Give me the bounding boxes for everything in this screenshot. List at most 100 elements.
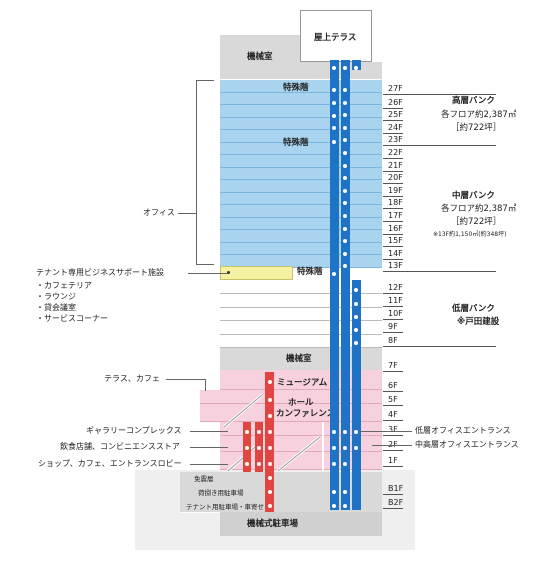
elevator-stop-dot bbox=[257, 462, 261, 466]
support-item-1: ・カフェテリア bbox=[36, 281, 92, 290]
elevator-stop-dot bbox=[343, 264, 347, 269]
floor-line bbox=[383, 234, 403, 235]
office-floor-row bbox=[220, 155, 382, 168]
elevator-stop-dot bbox=[245, 430, 249, 434]
floor-line bbox=[383, 435, 403, 436]
elevator-stop-dot bbox=[268, 476, 272, 480]
elevator-stop-dot bbox=[354, 341, 358, 345]
floor-label: 10F bbox=[388, 309, 403, 318]
floor-label: 8F bbox=[388, 336, 398, 345]
gallery-label: ギャラリーコンプレックス bbox=[86, 426, 182, 435]
floor-label: 22F bbox=[388, 148, 403, 157]
elevator-stop-dot bbox=[332, 114, 336, 118]
support-title: テナント専用ビジネスサポート施設 bbox=[36, 268, 164, 277]
hall-label-1: ホール bbox=[288, 398, 314, 408]
floor-label: B2F bbox=[388, 498, 404, 507]
floor-line bbox=[383, 293, 403, 294]
floor-line bbox=[383, 420, 403, 421]
elevator-stop-dot bbox=[268, 414, 272, 418]
office-bracket-top bbox=[196, 80, 214, 81]
mid-bank-title: 中層バンク bbox=[452, 191, 495, 201]
floor-label: 24F bbox=[388, 123, 403, 132]
floor-line bbox=[383, 221, 403, 222]
elevator-stop-dot bbox=[343, 113, 347, 118]
elevator-stop-dot bbox=[332, 126, 336, 130]
floor-label: 21F bbox=[388, 161, 403, 170]
elevator-stop-dot bbox=[354, 315, 358, 319]
office-floor-row bbox=[220, 92, 382, 105]
elevator-stop-dot bbox=[343, 125, 347, 130]
low-bank-title: 低層バンク bbox=[452, 304, 495, 314]
rooftop-terrace-label: 屋上テラス bbox=[314, 33, 357, 43]
elevator-stop-dot bbox=[343, 66, 347, 70]
floor-line bbox=[383, 494, 403, 495]
machine-room-top bbox=[220, 35, 300, 79]
floor-label: 27F bbox=[388, 84, 403, 93]
support-leader bbox=[188, 273, 228, 274]
office-floor-row bbox=[220, 105, 382, 118]
hall-label-2: カンファレンス bbox=[276, 409, 336, 419]
elevator-stop-dot bbox=[268, 430, 272, 434]
elevator-shaft-low-upper bbox=[352, 60, 361, 70]
floor-line bbox=[383, 183, 403, 184]
floor-label: 16F bbox=[388, 224, 403, 233]
floor-label: 23F bbox=[388, 135, 403, 144]
elevator-stop-dot bbox=[332, 446, 336, 450]
terrace-leader-v bbox=[205, 379, 206, 391]
elevator-stop-dot bbox=[354, 328, 358, 332]
floor-line bbox=[383, 391, 403, 392]
office-floor-row bbox=[220, 230, 382, 243]
floor-line bbox=[383, 120, 403, 121]
mid-bank-note: ※13F約1,150㎡(約348坪) bbox=[433, 231, 507, 238]
elevator-stop-dot bbox=[268, 398, 272, 402]
office-floor-row bbox=[220, 217, 382, 230]
support-facility-dot bbox=[227, 271, 230, 274]
elevator-stop-dot bbox=[332, 140, 336, 144]
floor-label: 19F bbox=[388, 186, 403, 195]
floor-line bbox=[383, 196, 403, 197]
elevator-stop-dot bbox=[268, 504, 272, 508]
office-floor-row bbox=[220, 192, 382, 205]
elevator-stop-dot bbox=[257, 430, 261, 434]
terrace-cafe-label: テラス、カフェ bbox=[104, 374, 160, 383]
elevator-stop-dot bbox=[245, 446, 249, 450]
office-leader bbox=[178, 213, 196, 214]
elevator-stop-dot bbox=[343, 239, 347, 244]
elevator-stop-dot bbox=[354, 66, 358, 70]
floor-line bbox=[383, 133, 403, 134]
entrance-midhigh-label: 中高層オフィスエントランス bbox=[415, 440, 519, 449]
floor-label: 3F bbox=[388, 425, 398, 434]
elevator-stop-dot bbox=[354, 430, 358, 434]
elevator-stop-dot bbox=[268, 490, 272, 494]
office-floor-row bbox=[220, 180, 382, 193]
floor-line bbox=[383, 271, 496, 272]
support-item-3: ・貸会議室 bbox=[36, 303, 76, 312]
floor-line bbox=[383, 145, 496, 146]
museum-label: ミュージアム bbox=[277, 378, 328, 388]
office-label: オフィス bbox=[143, 208, 175, 217]
elevator-shaft-low bbox=[352, 280, 361, 510]
elevator-stop-dot bbox=[332, 101, 336, 105]
red-shaft-1 bbox=[265, 372, 274, 512]
floor-label: 14F bbox=[388, 249, 403, 258]
office-bracket bbox=[196, 80, 197, 265]
elevator-stop-dot bbox=[343, 151, 347, 155]
elevator-stop-dot bbox=[343, 188, 347, 193]
elevator-stop-dot bbox=[343, 226, 347, 231]
floor-label: 17F bbox=[388, 211, 403, 220]
elevator-stop-dot bbox=[354, 272, 358, 276]
elevator-stop-dot bbox=[343, 430, 347, 434]
elevator-stop-dot bbox=[268, 446, 272, 450]
office-floor-row bbox=[220, 117, 382, 130]
elevator-stop-dot bbox=[343, 88, 347, 92]
elevator-stop-dot bbox=[332, 490, 336, 494]
floor-label: 7F bbox=[388, 361, 398, 370]
floor-line bbox=[383, 246, 403, 247]
entrance-low-leader bbox=[360, 431, 412, 432]
rooftop-terrace bbox=[300, 10, 372, 62]
elevator-stop-dot bbox=[268, 462, 272, 466]
floor-line bbox=[383, 450, 403, 451]
high-bank-area: 各フロア約2,387㎡ bbox=[441, 110, 517, 120]
elevator-stop-dot bbox=[343, 176, 347, 181]
floor-label: 13F bbox=[388, 261, 403, 270]
